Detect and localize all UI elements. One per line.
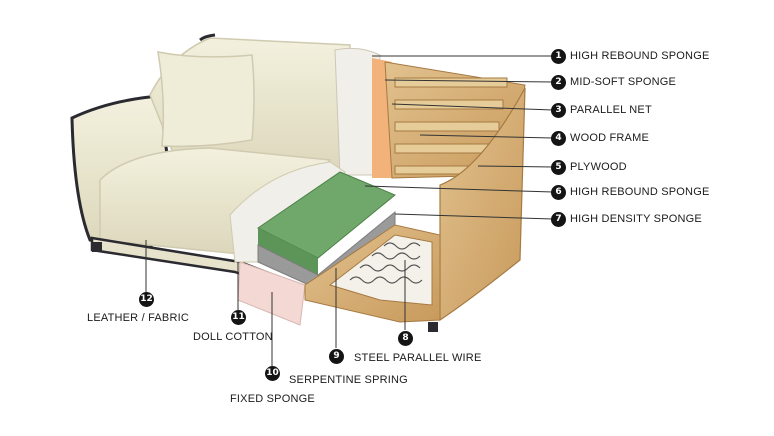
callout-4-label: WOOD FRAME bbox=[570, 132, 649, 144]
leader-lines bbox=[145, 55, 554, 366]
callout-9-label: SERPENTINE SPRING bbox=[289, 374, 408, 386]
callout-3-label: PARALLEL NET bbox=[570, 104, 652, 116]
callout-8-marker: 8 bbox=[398, 331, 413, 346]
parallel-net-slats bbox=[394, 77, 508, 175]
serpentine-springs bbox=[349, 242, 423, 284]
sofa-foot-left bbox=[92, 242, 102, 252]
throw-pillow bbox=[157, 51, 255, 148]
callout-7-label: HIGH DENSITY SPONGE bbox=[570, 213, 702, 225]
sofa-foot-right bbox=[428, 322, 438, 332]
callout-2-label: MID-SOFT SPONGE bbox=[570, 76, 677, 88]
callout-8-label: STEEL PARALLEL WIRE bbox=[354, 352, 482, 364]
callout-1-label: HIGH REBOUND SPONGE bbox=[570, 50, 710, 62]
callout-2-marker: 2 bbox=[551, 75, 566, 90]
callout-7-marker: 7 bbox=[551, 212, 566, 227]
callout-12-label: LEATHER / FABRIC bbox=[87, 312, 190, 324]
plywood-side bbox=[439, 87, 526, 322]
callout-9-marker: 9 bbox=[329, 349, 344, 364]
callout-11-marker: 11 bbox=[231, 310, 246, 325]
callout-5-label: PLYWOOD bbox=[570, 161, 627, 173]
callout-5-marker: 5 bbox=[551, 160, 566, 175]
callout-10-marker: 10 bbox=[265, 366, 280, 381]
green-sponge-side bbox=[258, 228, 318, 275]
callout-4-marker: 4 bbox=[551, 131, 566, 146]
callout-10-label: FIXED SPONGE bbox=[230, 393, 315, 405]
callout-11-label: DOLL COTTON bbox=[193, 331, 273, 343]
callout-6-marker: 6 bbox=[551, 185, 566, 200]
callout-12-marker: 12 bbox=[139, 292, 154, 307]
callout-1-marker: 1 bbox=[551, 49, 566, 64]
callout-3-marker: 3 bbox=[551, 103, 566, 118]
callout-6-label: HIGH REBOUND SPONGE bbox=[570, 186, 710, 198]
